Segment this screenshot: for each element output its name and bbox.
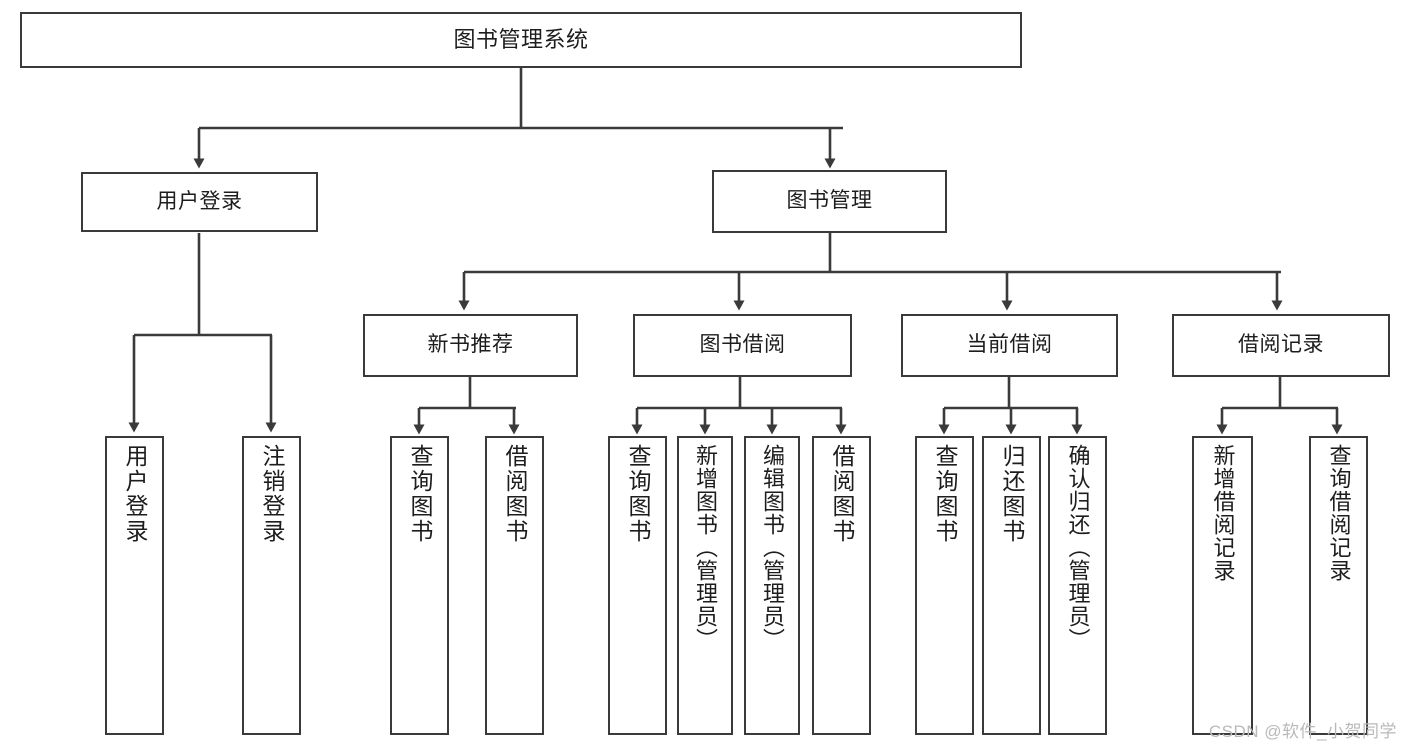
node-leaf-edit-book[interactable]: 编辑图书（管理员） <box>744 436 800 735</box>
node-leaf-query-book-1[interactable]: 查询图书 <box>390 436 449 735</box>
csdn-watermark: CSDN @软件_小贺同学 <box>1208 722 1397 741</box>
node-label: 新增借阅记录 <box>1210 444 1236 582</box>
node-leaf-borrow-book-2[interactable]: 借阅图书 <box>812 436 871 735</box>
node-label: 注销登录 <box>259 444 285 544</box>
node-label: 图书借阅 <box>699 333 786 357</box>
node-leaf-confirm-return[interactable]: 确认归还（管理员） <box>1048 436 1107 735</box>
node-new-book-recommend[interactable]: 新书推荐 <box>363 314 578 377</box>
node-label: 图书管理系统 <box>453 26 589 52</box>
node-label: 编辑图书（管理员） <box>760 444 785 651</box>
node-label: 查询图书 <box>932 444 958 544</box>
node-label: 当前借阅 <box>966 333 1053 357</box>
node-leaf-query-record[interactable]: 查询借阅记录 <box>1309 436 1368 735</box>
node-leaf-logout-login[interactable]: 注销登录 <box>242 436 301 735</box>
node-leaf-user-login[interactable]: 用户登录 <box>105 436 164 735</box>
node-label: 用户登录 <box>122 444 148 544</box>
node-leaf-return-book[interactable]: 归还图书 <box>982 436 1041 735</box>
node-label: 查询图书 <box>407 444 433 544</box>
node-leaf-add-book[interactable]: 新增图书（管理员） <box>677 436 733 735</box>
node-label: 借阅图书 <box>502 444 528 544</box>
node-label: 借阅记录 <box>1238 333 1324 357</box>
node-label: 查询图书 <box>625 444 651 544</box>
node-label: 用户登录 <box>156 189 243 213</box>
node-leaf-query-book-2[interactable]: 查询图书 <box>608 436 667 735</box>
node-leaf-add-record[interactable]: 新增借阅记录 <box>1192 436 1253 735</box>
node-user-login[interactable]: 用户登录 <box>81 172 318 232</box>
node-label: 归还图书 <box>999 444 1025 544</box>
node-label: 查询借阅记录 <box>1326 444 1352 582</box>
node-leaf-borrow-book-1[interactable]: 借阅图书 <box>485 436 544 735</box>
node-book-borrow[interactable]: 图书借阅 <box>633 314 852 377</box>
node-leaf-query-book-3[interactable]: 查询图书 <box>915 436 974 735</box>
node-label: 图书管理 <box>786 189 873 213</box>
node-label: 确认归还（管理员） <box>1065 444 1091 651</box>
node-borrow-record[interactable]: 借阅记录 <box>1172 314 1390 377</box>
node-label: 新增图书（管理员） <box>693 444 718 651</box>
node-label: 借阅图书 <box>829 444 855 544</box>
node-current-borrow[interactable]: 当前借阅 <box>901 314 1118 377</box>
node-book-manage[interactable]: 图书管理 <box>712 170 947 233</box>
node-label: 新书推荐 <box>427 333 514 357</box>
node-root-system[interactable]: 图书管理系统 <box>20 12 1022 68</box>
